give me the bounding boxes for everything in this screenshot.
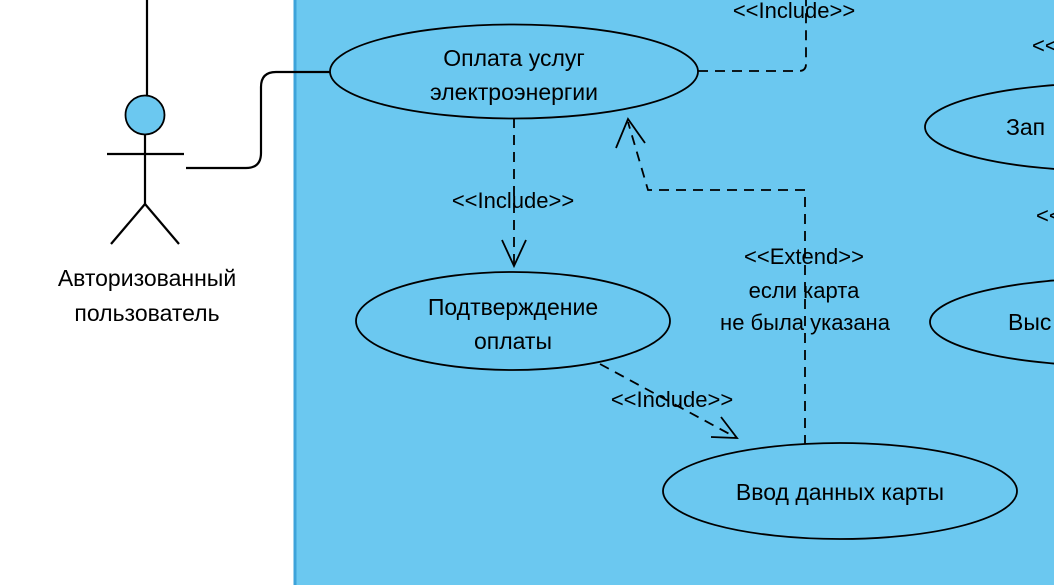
partial-label-mid-right: << (1036, 203, 1054, 228)
usecase-payment-label-line2: электроэнергии (430, 79, 598, 105)
actor-figure (107, 94, 184, 245)
usecase-payment-label-line1: Оплата услуг (443, 45, 585, 71)
partial-label-top-right: << (1032, 33, 1054, 58)
association-actor-payment (186, 70, 330, 170)
extend-label-line1: <<Extend>> (744, 244, 864, 269)
include-top-label: <<Include>> (733, 0, 855, 23)
usecase-right-partial-label: Выс (1008, 309, 1051, 335)
arrowhead-extend-payment (615, 117, 646, 149)
arrowhead-include-card (710, 416, 739, 439)
usecase-confirmation (355, 271, 671, 371)
usecase-payment (329, 23, 699, 120)
extend-label-line3: не была указана (720, 310, 891, 335)
usecase-top-right-partial (924, 84, 1054, 170)
include-arrow-confirmation-card (599, 363, 736, 438)
include-card-label: <<Include>> (611, 387, 733, 412)
arrowhead-include-confirmation (501, 239, 527, 269)
usecase-right-partial (929, 279, 1054, 365)
extend-label-line2: если карта (749, 278, 860, 303)
actor-leg-right (144, 203, 180, 245)
usecase-card-entry (662, 442, 1018, 540)
actor-label-line2: пользователь (74, 300, 219, 326)
usecase-card-entry-label: Ввод данных карты (736, 479, 944, 505)
include-line-payment-top (698, 0, 807, 72)
actor-label-line1: Авторизованный (58, 265, 236, 291)
usecase-top-right-partial-label: Зап (1006, 114, 1045, 140)
include-confirmation-label: <<Include>> (452, 188, 574, 213)
actor-head (124, 94, 166, 136)
actor-leg-left (110, 203, 146, 245)
usecase-confirmation-label-line2: оплаты (474, 328, 552, 354)
extend-arrow-card-payment (627, 121, 806, 445)
usecase-confirmation-label-line1: Подтверждение (428, 294, 598, 320)
